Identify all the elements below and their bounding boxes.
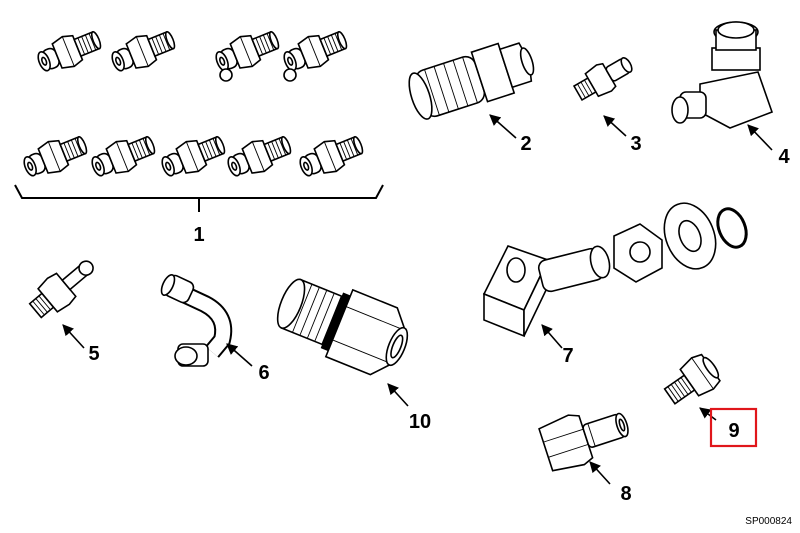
callout-5: 5 [88, 343, 99, 365]
male-adapter-icon [572, 56, 633, 102]
bent-tube-elbow-icon [160, 274, 233, 367]
female-coupler-icon [538, 412, 629, 472]
drawing-code: SP000824 [745, 516, 792, 527]
callout-8: 8 [620, 483, 631, 505]
block-tee-kit-icon [482, 202, 748, 338]
callout-2: 2 [520, 133, 531, 155]
straight-fitting-icon [18, 23, 368, 184]
grease-zerk-icon [28, 260, 94, 319]
callout-highlight-box [709, 407, 758, 448]
group-bracket [14, 184, 384, 199]
hex-nipple-icon [663, 353, 721, 405]
callout-10: 10 [409, 411, 431, 433]
elbow-fitting-icon [671, 21, 774, 129]
callout-4: 4 [778, 146, 790, 168]
callout-7: 7 [562, 345, 573, 367]
callout-9: 9 [728, 420, 739, 442]
callout-3: 3 [630, 133, 641, 155]
compression-fitting-icon [276, 278, 409, 376]
callout-6: 6 [258, 362, 269, 384]
quick-coupler-icon [408, 42, 535, 120]
callout-1: 1 [193, 224, 204, 246]
